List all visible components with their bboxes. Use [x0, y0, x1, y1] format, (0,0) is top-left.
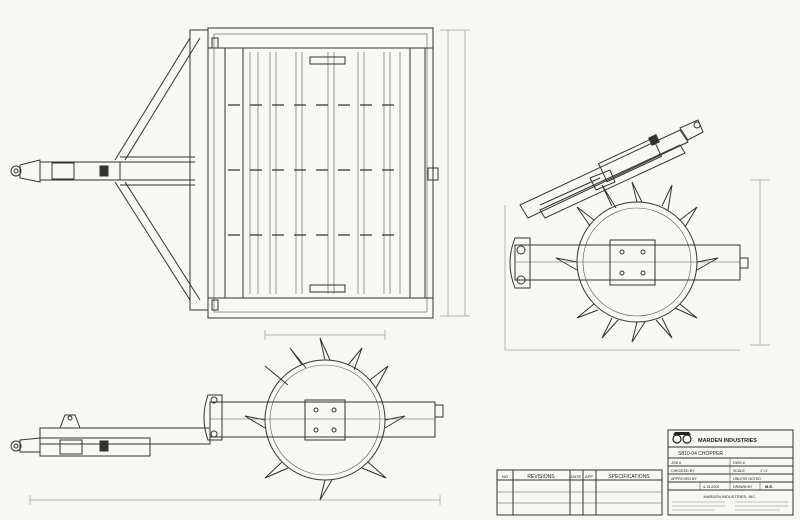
address-company: MARDEN INDUSTRIES, INC. — [704, 494, 757, 499]
rev-col-specifications: SPECIFICATIONS — [608, 474, 650, 480]
company-name: MARDEN INDUSTRIES — [698, 438, 757, 444]
job-label: JOB # — [671, 461, 681, 465]
unless-label: UNLESS NOTED — [733, 477, 761, 481]
top-view — [10, 27, 470, 319]
drawing-title: S810-04 CHOPPER — [678, 451, 723, 457]
revisions-table: NO REVISIONS DATE APP SPECIFICATIONS — [496, 469, 663, 516]
drawn-value: M.E. — [765, 484, 773, 489]
rev-col-app: APP — [585, 474, 593, 479]
date-value: 4-15-2002 — [703, 485, 719, 489]
approved-label: APPROVED BY — [671, 477, 697, 481]
checked-label: CHECKED BY — [671, 469, 695, 473]
front-view — [10, 330, 444, 505]
marden-roller-logo-icon — [672, 432, 692, 444]
title-block: MARDEN INDUSTRIES S810-04 CHOPPER JOB # … — [667, 429, 794, 516]
rev-col-revisions: REVISIONS — [527, 474, 555, 480]
rev-col-date: DATE — [571, 474, 582, 479]
scale-label: SCALE — [733, 469, 745, 473]
dwg-label: DWG # — [733, 461, 745, 465]
rev-col-no: NO — [502, 474, 508, 479]
side-view — [504, 119, 770, 351]
drawn-label: DRAWN BY — [733, 485, 753, 489]
scale-value: 1"=1' — [760, 469, 768, 473]
